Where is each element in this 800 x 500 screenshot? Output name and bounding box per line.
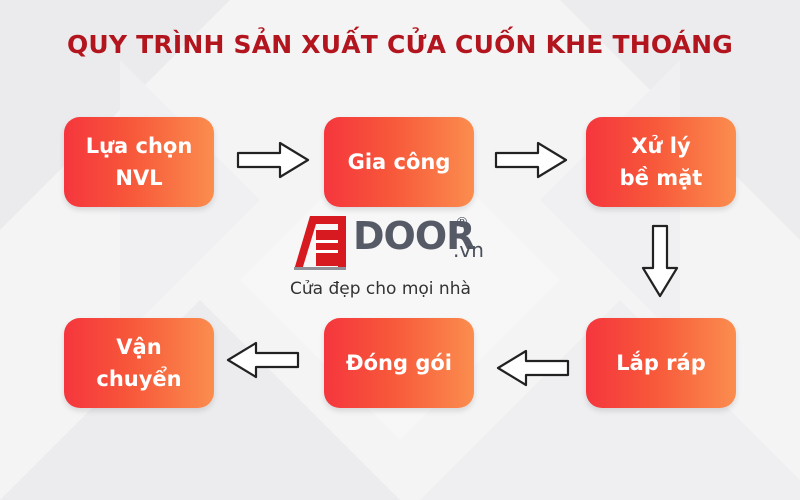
door-logo-icon: [294, 216, 346, 270]
step-gia-cong: Gia công: [324, 117, 474, 207]
step-xu-ly-be-mat: Xử lý bề mặt: [586, 117, 736, 207]
arrow-left-icon: [226, 341, 300, 379]
logo-brand-text: DOOR: [353, 214, 475, 258]
registered-mark: ®: [455, 215, 469, 231]
arrow-left-icon: [496, 349, 570, 387]
step-lua-chon-nvl: Lựa chọn NVL: [64, 117, 214, 207]
arrow-down-icon: [641, 224, 679, 298]
page-title: QUY TRÌNH SẢN XUẤT CỬA CUỐN KHE THOÁNG: [66, 30, 733, 59]
logo-tagline: Cửa đẹp cho mọi nhà: [290, 279, 471, 299]
logo-domain-suffix: .vn: [453, 238, 484, 262]
step-label: Đóng gói: [346, 351, 452, 375]
step-label: Gia công: [347, 150, 451, 174]
step-dong-goi: Đóng gói: [324, 318, 474, 408]
step-label: Vận chuyển: [96, 335, 182, 391]
arrow-right-icon: [494, 141, 568, 179]
step-label: Lắp ráp: [616, 351, 706, 375]
step-van-chuyen: Vận chuyển: [64, 318, 214, 408]
step-lap-rap: Lắp ráp: [586, 318, 736, 408]
adoor-logo: DOOR ® .vn Cửa đẹp cho mọi nhà: [288, 210, 518, 310]
step-label: Xử lý bề mặt: [619, 134, 703, 190]
arrow-right-icon: [236, 141, 310, 179]
step-label: Lựa chọn NVL: [85, 134, 193, 190]
